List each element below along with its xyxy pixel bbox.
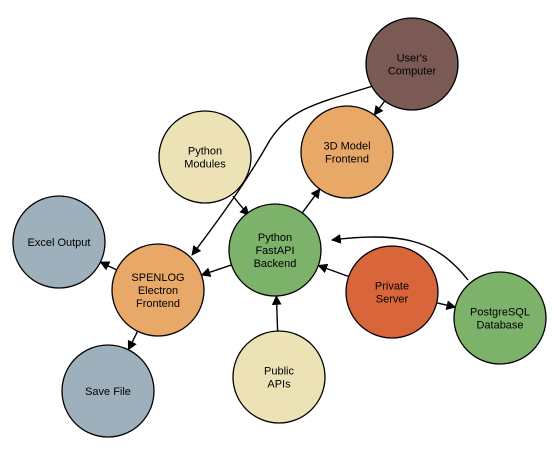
edge-users-computer-to-model-frontend bbox=[373, 100, 386, 116]
node-label-line: Frontend bbox=[325, 154, 369, 166]
node-label-line: Server bbox=[376, 294, 409, 306]
node-circle bbox=[453, 271, 547, 365]
node-label-line: Frontend bbox=[136, 298, 180, 310]
edges bbox=[99, 85, 469, 351]
node-circle bbox=[61, 344, 155, 438]
node-label-line: SPENLOG bbox=[131, 272, 184, 284]
node-circle bbox=[232, 330, 326, 424]
node-label-line: Computer bbox=[388, 66, 437, 78]
node-circle bbox=[12, 195, 106, 289]
node-circle bbox=[228, 203, 322, 297]
node-circle bbox=[300, 105, 394, 199]
node-label-line: Database bbox=[476, 320, 523, 332]
node-label-line: Private bbox=[375, 281, 409, 293]
edge-python-backend-to-model-frontend bbox=[301, 188, 321, 214]
node-label-line: Python bbox=[258, 232, 292, 244]
node-save-file: Save File bbox=[61, 344, 155, 438]
node-label-line: Modules bbox=[184, 159, 226, 171]
node-label-line: User's bbox=[397, 53, 428, 65]
node-label-line: Excel Output bbox=[28, 237, 91, 249]
node-circle bbox=[345, 245, 439, 339]
node-label-line: APIs bbox=[267, 379, 291, 391]
node-label-line: PostgreSQL bbox=[470, 307, 530, 319]
node-circle bbox=[365, 17, 459, 111]
edge-spenlog-frontend-to-save-file bbox=[127, 330, 139, 351]
edge-postgres-db-to-python-backend bbox=[331, 234, 469, 281]
edge-python-modules-to-python-backend bbox=[232, 195, 250, 216]
edge-public-apis-to-python-backend bbox=[271, 295, 282, 332]
edge-users-computer-to-spenlog-frontend bbox=[191, 85, 374, 256]
node-label-line: FastAPI bbox=[255, 245, 294, 257]
edge-python-backend-to-spenlog-frontend bbox=[200, 264, 232, 277]
node-label-line: Electron bbox=[138, 285, 178, 297]
edge-private-server-to-python-backend bbox=[317, 263, 349, 278]
node-label-line: 3D Model bbox=[323, 141, 370, 153]
node-label-line: Python bbox=[188, 146, 222, 158]
node-label-line: Backend bbox=[254, 258, 297, 270]
node-excel-output: Excel Output bbox=[12, 195, 106, 289]
node-label-line: Save File bbox=[85, 386, 131, 398]
node-label-line: Public bbox=[264, 366, 294, 378]
node-circle bbox=[158, 110, 252, 204]
edge-private-server-to-postgres-db bbox=[436, 300, 457, 310]
edge-spenlog-frontend-to-excel-output bbox=[99, 261, 117, 271]
node-circle bbox=[111, 243, 205, 337]
